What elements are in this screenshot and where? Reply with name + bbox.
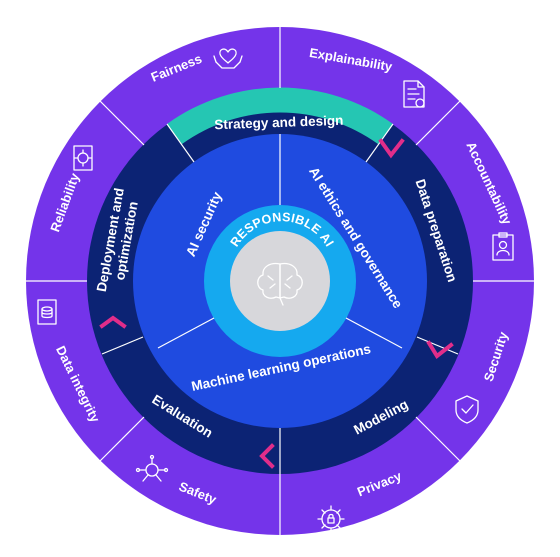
phase-dividers <box>101 123 459 474</box>
brain-icon <box>257 262 303 306</box>
principle-dividers <box>26 27 534 535</box>
gear-lock-icon <box>317 505 345 533</box>
chevron-icon <box>99 315 127 329</box>
gear-document-icon <box>73 145 93 171</box>
shield-check-icon <box>455 395 479 424</box>
hands-heart-icon <box>213 48 243 69</box>
chevron-icon <box>378 138 405 159</box>
circuit-shield-icon <box>135 454 169 482</box>
database-document-icon <box>37 299 57 325</box>
chevron-icon <box>426 340 454 359</box>
phase-label[interactable]: Strategy and design <box>214 113 343 132</box>
clipboard-person-icon <box>492 232 514 261</box>
document-check-icon <box>403 80 425 108</box>
capability-dividers <box>157 134 403 349</box>
chevron-icon <box>259 443 275 469</box>
strategy-segment[interactable] <box>167 87 393 144</box>
